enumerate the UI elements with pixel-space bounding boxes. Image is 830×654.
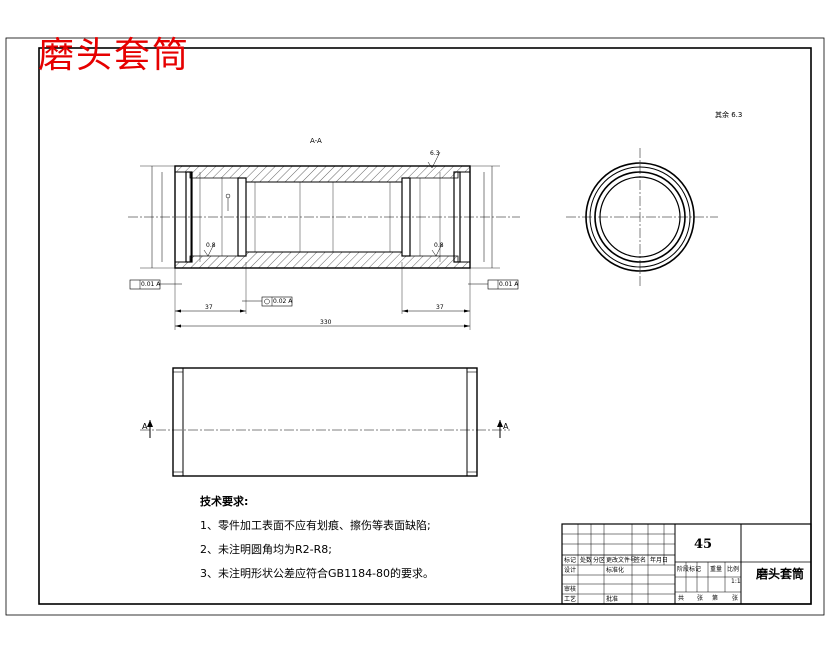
tb-label-review: 审核 [564, 586, 577, 593]
tb-label-standardize: 标准化 [606, 567, 625, 574]
title-block-grid [561, 523, 812, 605]
tolerance-left: 0.01 A [141, 281, 161, 288]
section-mark-right: A [503, 422, 509, 431]
tb-label-change-doc: 更改文件号 [606, 557, 637, 564]
tb-label-sheet: 张 [697, 595, 704, 602]
material-value: 45 [694, 537, 713, 552]
tb-label-approve: 批准 [606, 596, 619, 603]
roughness-left: 0.8 [206, 242, 216, 249]
tb-label-page-sheet: 张 [732, 595, 739, 602]
tb-label-craft: 工艺 [564, 596, 577, 603]
end-view [566, 148, 718, 288]
drawing-title: 磨头套筒 [38, 35, 191, 76]
tb-label-design: 设计 [564, 567, 577, 574]
technical-requirements: 技术要求: 1、零件加工表面不应有划痕、擦伤等表面缺陷; 2、未注明圆角均为R2… [200, 490, 434, 586]
dim-total-length: 330 [320, 319, 332, 326]
section-label: A-A [310, 137, 322, 145]
scale-value: 1:1 [731, 578, 741, 585]
front-view [140, 367, 510, 477]
tech-note-1: 1、零件加工表面不应有划痕、擦伤等表面缺陷; [200, 519, 431, 532]
section-view [128, 151, 520, 330]
dim-left-length: 37 [205, 304, 213, 311]
tb-label-date: 年月日 [650, 557, 669, 564]
roughness-right: 0.8 [434, 242, 444, 249]
tb-label-count: 处数 [580, 557, 593, 564]
tech-note-2: 2、未注明圆角均为R2-R8; [200, 543, 332, 556]
tb-label-mark: 标记 [564, 557, 577, 564]
section-mark-left: A [142, 422, 148, 431]
tb-label-weight: 重量 [710, 566, 723, 573]
dim-right-length: 37 [436, 304, 444, 311]
tb-label-signature: 签名 [634, 557, 647, 564]
tb-label-page: 第 [712, 595, 719, 602]
tech-notes-heading: 技术要求: [200, 495, 249, 508]
roughness-top-right: 6.3 [430, 150, 440, 157]
tb-label-scale: 比例 [727, 566, 740, 573]
tb-label-total: 共 [678, 595, 685, 602]
tb-label-stage-mark: 阶段标记 [677, 566, 702, 573]
roughness-other: 其余 6.3 [715, 111, 743, 119]
outer-border [5, 37, 825, 616]
inner-frame [38, 47, 812, 605]
tech-note-3: 3、未注明形状公差应符合GB1184-80的要求。 [200, 567, 435, 580]
tolerance-concentric: 0.02 A [273, 298, 293, 305]
tb-label-zone: 分区 [593, 557, 606, 564]
part-name: 磨头套筒 [756, 567, 805, 581]
tolerance-right: 0.01 A [499, 281, 519, 288]
